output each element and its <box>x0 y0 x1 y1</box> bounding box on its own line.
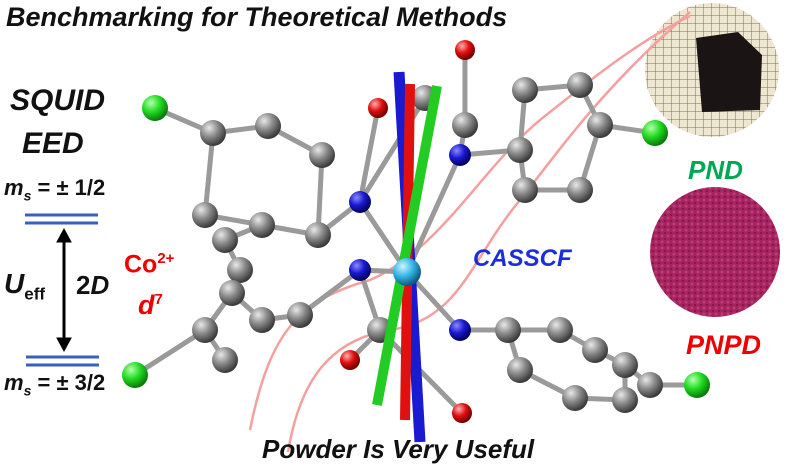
chlorine-atom <box>642 120 668 146</box>
pnd-label: PND <box>688 155 743 185</box>
carbon-atom <box>249 307 275 333</box>
carbon-atom <box>512 77 538 103</box>
nitrogen-atom <box>449 144 471 166</box>
method-squid: SQUID <box>10 84 106 117</box>
upper-level-label: ms = ± 1/2 <box>4 175 106 204</box>
carbon-atom <box>567 72 593 98</box>
carbon-atom <box>192 317 218 343</box>
carbon-atom <box>637 372 663 398</box>
bond <box>132 327 208 378</box>
lower-level-label: ms = ± 3/2 <box>4 370 106 399</box>
ion-label: Co2+ <box>124 250 175 279</box>
carbon-atom <box>562 385 588 411</box>
carbon-atom <box>212 347 238 373</box>
carbon-atom <box>495 317 521 343</box>
bond <box>357 105 381 205</box>
carbon-atom <box>305 222 331 248</box>
chlorine-atom <box>142 95 168 121</box>
bond <box>315 152 325 238</box>
carbon-atom <box>582 337 608 363</box>
footer-caption: Powder Is Very Useful <box>262 434 535 464</box>
oxygen-atom <box>452 403 472 423</box>
nitrogen-atom <box>349 259 371 281</box>
pnpd-label: PNPD <box>686 330 762 360</box>
nitrogen-atom <box>349 191 371 213</box>
casscf-label: CASSCF <box>473 245 572 272</box>
carbon-atom <box>219 280 245 306</box>
method-eed: EED <box>22 127 84 160</box>
energy-levels <box>25 213 99 367</box>
nitrogen-atom <box>449 319 471 341</box>
crystal-photo <box>645 3 779 137</box>
bond <box>404 152 463 275</box>
carbon-atom <box>512 177 538 203</box>
carbon-atom <box>200 120 226 146</box>
carbon-atom <box>612 387 638 413</box>
title: Benchmarking for Theoretical Methods <box>6 2 508 32</box>
atoms <box>122 40 710 423</box>
carbon-atom <box>212 227 238 253</box>
carbon-atom <box>567 177 593 203</box>
carbon-atom <box>452 112 478 138</box>
carbon-atom <box>587 112 613 138</box>
oxygen-atom <box>455 40 475 60</box>
carbon-atom <box>287 302 313 328</box>
carbon-atom <box>612 352 638 378</box>
carbon-atom <box>547 317 573 343</box>
carbon-atom <box>507 137 533 163</box>
gap-label: 2D <box>76 270 110 300</box>
electron-config-label: d7 <box>138 290 163 320</box>
oxygen-atom <box>368 98 388 118</box>
carbon-atom <box>309 142 335 168</box>
carbon-atom <box>227 257 253 283</box>
carbon-atom <box>249 212 275 238</box>
chlorine-atom <box>122 362 148 388</box>
bond <box>202 130 216 218</box>
carbon-atom <box>255 113 281 139</box>
chlorine-atom <box>684 372 710 398</box>
anisotropy-axes <box>372 71 442 443</box>
powder-photo <box>650 187 780 317</box>
barrier-label: Ueff <box>4 268 46 304</box>
double-arrow-icon <box>56 227 72 353</box>
carbon-atom <box>192 202 218 228</box>
carbon-atom <box>507 357 533 383</box>
cobalt-atom <box>393 258 421 286</box>
oxygen-atom <box>340 350 360 370</box>
